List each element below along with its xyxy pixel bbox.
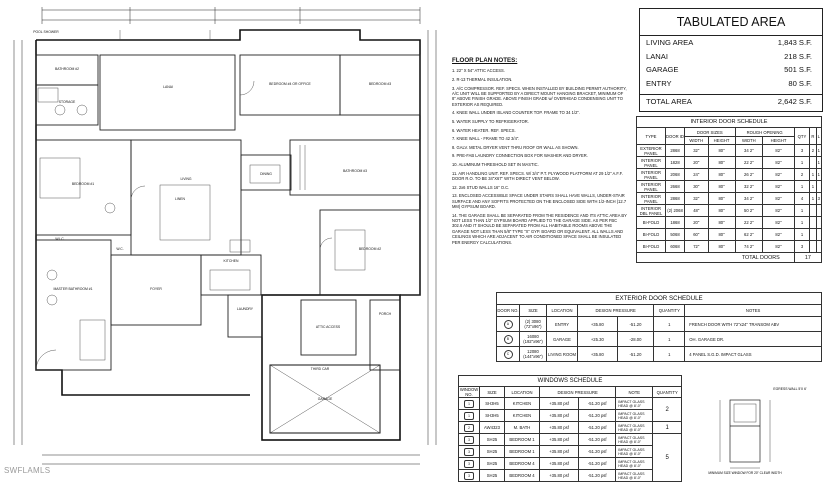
interior-door-table: TYPE DOOR ID DOOR SIZES ROUGH OPENING QT… [636, 127, 823, 263]
label-third-car: THIRD CAR [311, 367, 330, 371]
interior-door-schedule: INTERIOR DOOR SCHEDULE TYPE DOOR ID DOOR… [636, 116, 823, 282]
notes-title: FLOOR PLAN NOTES: [452, 57, 518, 64]
egress-clear-label: EGRESS WALL 5'X 6' [773, 387, 807, 391]
exterior-door-table: DOOR NO. SIZE LOCATION DESIGN PRESSURE Q… [496, 304, 822, 362]
label-laundry: LAUNDRY [237, 307, 254, 311]
label-bedroom1: BEDROOM #1 [72, 182, 94, 186]
label-attic: ATTIC ACCESS [316, 325, 341, 329]
windows-schedule: WINDOWS SCHEDULE WINDOW NO. SIZE LOCATIO… [458, 375, 682, 482]
note-item: 3. A/C COMPRESSOR. REF. SPECS. WHEN INST… [452, 85, 627, 107]
door-tag-icon: B [503, 334, 513, 344]
label-wc: W.C. [116, 247, 123, 251]
windows-schedule-title: WINDOWS SCHEDULE [458, 375, 682, 386]
window-tag-icon: 1 [464, 399, 474, 408]
label-porch: PORCH [379, 312, 392, 316]
egress-min-size-label: MINIMUM SIZE WINDOW FOR 20" CLEAR WIDTH [708, 471, 782, 475]
note-item: 12. 2x6 STUD WALLS 16" O.C. [452, 184, 510, 190]
note-item: 6. WATER HEATER. REF. SPECS. [452, 127, 516, 133]
door-tag-icon: A [503, 319, 513, 329]
egress-window-detail: EGRESS WALL 5'X 6' MINIMUM SIZE WINDOW F… [708, 387, 807, 475]
floor-plan-drawing: POOL SHOWER BATHROOM #2 STORAGE LANAI BE… [13, 7, 437, 465]
label-pool-shower: POOL SHOWER [33, 30, 59, 34]
window-quantity: 2 [652, 397, 682, 422]
exterior-door-schedule-title: EXTERIOR DOOR SCHEDULE [496, 292, 822, 304]
note-item: 1. 22" X 54" ATTIC ACCESS. [452, 68, 505, 74]
note-item: 4. KNEE WALL UNDER ISLAND COUNTER TOP. F… [452, 110, 580, 116]
label-master-bath: MASTER BATHROOM #1 [53, 287, 92, 291]
note-item: 14. THE GARAGE SHALL BE SEPARATED FROM T… [452, 212, 627, 245]
note-item: 5. WATER SUPPLY TO REFRIGERATOR. [452, 119, 529, 124]
floor-plan-notes: FLOOR PLAN NOTES: 1. 22" X 54" ATTIC ACC… [452, 57, 627, 248]
label-dining: DINING [260, 172, 272, 176]
label-bedroom2: BEDROOM #2 [359, 247, 381, 251]
label-living: LIVING [180, 177, 191, 181]
label-bedroom4: BEDROOM #4 OR OFFICE [269, 82, 311, 86]
label-linen: LINEN [175, 197, 186, 201]
note-item: 11. AIR HANDLING UNIT. REF. SPECS. W/ 3/… [452, 170, 623, 181]
note-item: 10. ALUMINUM THRESHOLD SET IN MASTIC. [452, 161, 539, 167]
label-kitchen: KITCHEN [224, 259, 239, 263]
window-tag-icon: 3 [464, 471, 474, 480]
exterior-door-schedule: EXTERIOR DOOR SCHEDULE DOOR NO. SIZE LOC… [496, 292, 822, 364]
window-quantity: 1 [652, 421, 682, 434]
label-garage: GARAGE [318, 397, 333, 401]
interior-door-schedule-title: INTERIOR DOOR SCHEDULE [636, 116, 822, 127]
window-tag-icon: 2 [464, 423, 474, 432]
label-bedroom3: BEDROOM #3 [369, 82, 391, 86]
door-tag-icon: C [503, 349, 513, 359]
note-item: 2. R-13 THERMAL INSULATION. [452, 77, 513, 82]
windows-table: WINDOW NO. SIZE LOCATION DESIGN PRESSURE… [458, 386, 682, 482]
watermark-logo: SWFLAMLS [4, 466, 51, 475]
window-quantity: 5 [652, 433, 682, 482]
note-item: 7. KNEE WALL - FRAME TO 42 3/4". [452, 136, 520, 142]
label-bath3: BATHROOM #3 [343, 169, 367, 173]
label-wic: W.I.C. [55, 237, 64, 241]
note-item: 8. GALV. METAL DRYER VENT THRU ROOF OR W… [452, 144, 579, 150]
window-tag-icon: 1 [464, 411, 474, 420]
window-tag-icon: 3 [464, 447, 474, 456]
note-item: 9. PRE-FAB LAUNDRY CONNECTION BOX FOR WA… [452, 153, 588, 159]
label-lanai: LANAI [163, 85, 173, 89]
label-storage: STORAGE [59, 100, 76, 104]
note-item: 13. ENCLOSED ACCESSIBLE SPACE UNDER STAI… [452, 193, 627, 209]
window-tag-icon: 3 [464, 435, 474, 444]
label-bath2: BATHROOM #2 [55, 67, 79, 71]
tabulated-area-title: TABULATED AREA [640, 9, 822, 36]
label-foyer: FOYER [150, 287, 162, 291]
window-tag-icon: 3 [464, 459, 474, 468]
